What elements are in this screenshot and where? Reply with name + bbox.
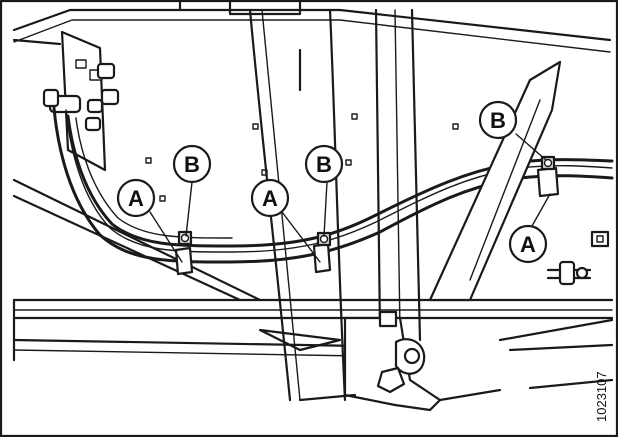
- callout-a-middle-text: A: [262, 186, 278, 211]
- clamp-left: [174, 230, 194, 276]
- leader-lines: [149, 133, 551, 263]
- callout-b-left-text: B: [184, 152, 200, 177]
- right-brace: [428, 60, 614, 390]
- document-number: 1023107: [594, 371, 609, 422]
- callout-a-right-text: A: [520, 232, 536, 257]
- callout-b-right: B: [478, 100, 518, 140]
- right-fitting: [546, 230, 610, 286]
- lower-rails: [12, 178, 614, 362]
- panel-holes: [145, 113, 459, 202]
- callout-b-middle-text: B: [316, 152, 332, 177]
- clamp-right: [536, 155, 560, 198]
- upper-frame: [12, 0, 612, 53]
- callout-b-right-text: B: [490, 108, 506, 133]
- callout-a-right: A: [508, 224, 548, 264]
- callout-a-left: A: [116, 178, 156, 218]
- lower-mount: [298, 310, 502, 412]
- fitting-bracket: [42, 30, 120, 172]
- callout-b-middle: B: [304, 144, 344, 184]
- callout-a-middle: A: [250, 178, 290, 218]
- callout-a-left-text: A: [128, 186, 144, 211]
- callout-b-left: B: [172, 144, 212, 184]
- clamp-middle: [312, 231, 332, 274]
